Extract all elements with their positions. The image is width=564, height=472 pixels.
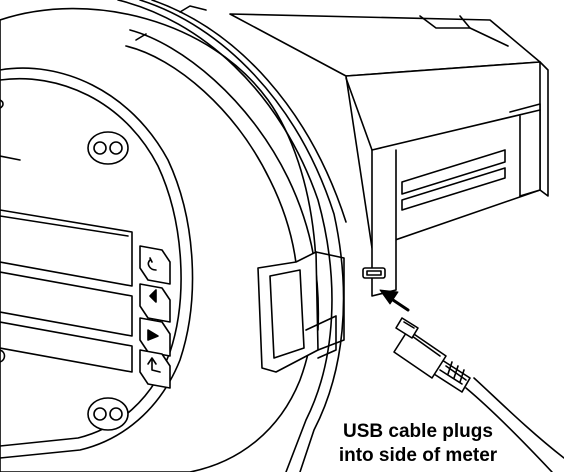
display-window-2 <box>0 271 133 337</box>
caption-line-2: into side of meter <box>338 445 498 466</box>
arrow-left-up-icon <box>379 289 410 312</box>
usb-plug <box>393 329 447 379</box>
caption: USB cable plugs into side of meter <box>318 420 518 468</box>
display-window-1 <box>0 209 133 287</box>
screw-top-icon <box>87 131 129 165</box>
screw-bottom-icon <box>87 397 129 431</box>
right-arrow-icon <box>139 317 171 357</box>
enter-button-icon <box>139 349 171 389</box>
rear-enclosure <box>229 13 549 297</box>
keypad <box>139 245 171 389</box>
usb-cable <box>393 317 564 472</box>
meter-front-face <box>0 67 194 459</box>
display-window-3 <box>0 321 133 373</box>
vent-slot <box>401 149 506 195</box>
caption-line-1: USB cable plugs <box>343 421 493 442</box>
up-arrow-icon <box>139 283 171 323</box>
menu-button-icon <box>139 245 171 285</box>
